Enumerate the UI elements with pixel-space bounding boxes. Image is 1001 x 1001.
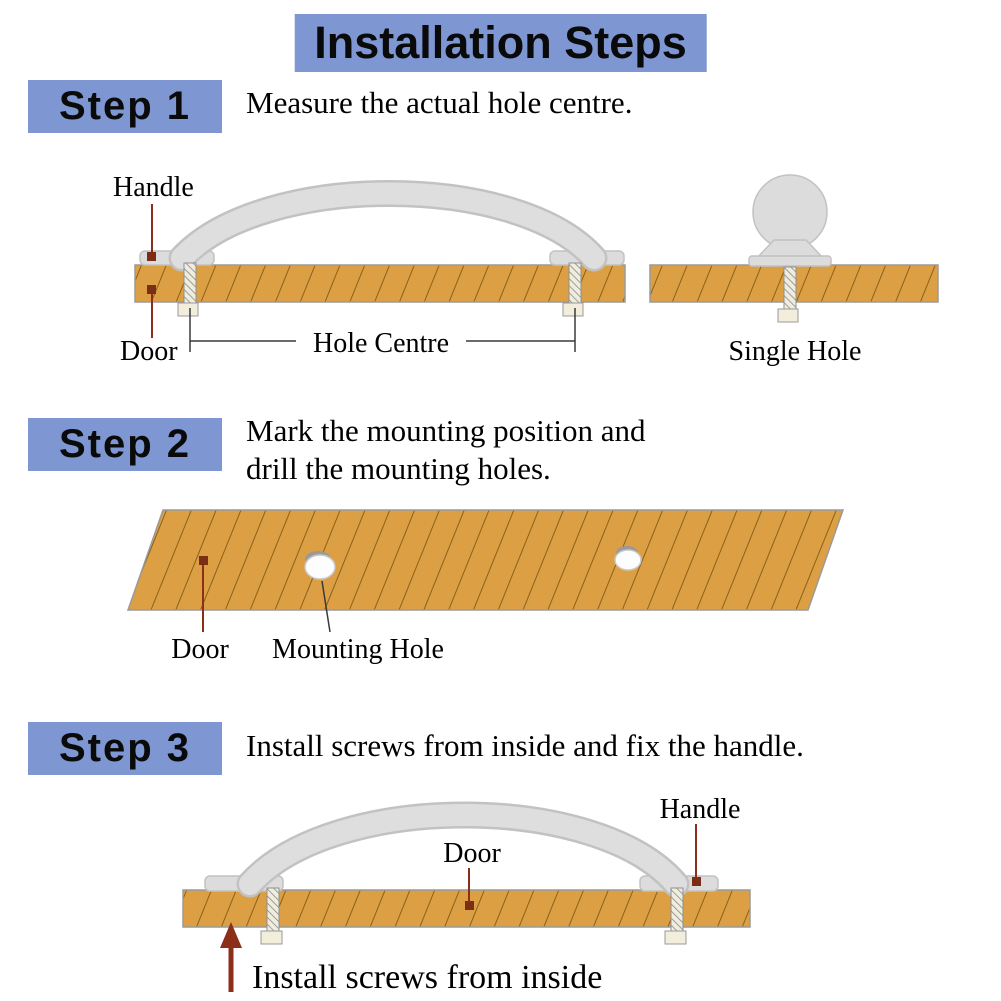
screw-right bbox=[670, 887, 684, 937]
door-label: Door bbox=[171, 634, 229, 665]
knob-ball bbox=[752, 174, 828, 250]
mounting-hole-2 bbox=[614, 549, 642, 571]
step2-text: Mark the mounting position and drill the… bbox=[246, 412, 646, 488]
screw-direction-arrow-head bbox=[220, 922, 242, 948]
handle-arch bbox=[171, 182, 605, 269]
step2-text-line1: Mark the mounting position and bbox=[246, 413, 646, 448]
page-title: Installation Steps bbox=[294, 14, 707, 72]
screw-left bbox=[266, 887, 280, 937]
door-marker bbox=[147, 285, 156, 294]
handle-arch bbox=[239, 804, 687, 895]
step3-diagram: Handle Door Install screws from inside bbox=[182, 794, 751, 996]
screw-right bbox=[568, 262, 582, 308]
mounting-hole-label: Mounting Hole bbox=[272, 634, 444, 665]
step1-diagram: Handle Door Hole Centre Single Hole bbox=[113, 172, 939, 367]
mounting-hole-leader-line bbox=[321, 580, 331, 633]
handle-marker bbox=[147, 252, 156, 261]
nut-left bbox=[260, 930, 283, 945]
screw-single bbox=[783, 266, 797, 314]
step2-badge: Step 2 bbox=[28, 418, 222, 471]
step2-text-line2: drill the mounting holes. bbox=[246, 451, 551, 486]
step1-badge: Step 1 bbox=[28, 80, 222, 133]
mounting-hole-1 bbox=[304, 554, 336, 580]
nut-left bbox=[177, 302, 199, 317]
knob-base bbox=[748, 255, 832, 267]
door-label: Door bbox=[443, 838, 501, 869]
step1-text: Measure the actual hole centre. bbox=[246, 85, 633, 120]
handle-marker bbox=[692, 877, 701, 886]
step2-diagram: Door Mounting Hole bbox=[126, 509, 845, 665]
nut-single bbox=[777, 308, 799, 323]
hole-centre-label: Hole Centre bbox=[313, 328, 449, 359]
handle-label: Handle bbox=[113, 172, 194, 203]
screw-left bbox=[183, 262, 197, 308]
step3-text: Install screws from inside and fix the h… bbox=[246, 728, 804, 763]
single-hole-label: Single Hole bbox=[729, 336, 862, 367]
step3-badge: Step 3 bbox=[28, 722, 222, 775]
door-plank bbox=[134, 264, 626, 303]
door-marker bbox=[465, 901, 474, 910]
door-board bbox=[126, 509, 845, 611]
install-note-label: Install screws from inside bbox=[252, 959, 602, 996]
door-marker bbox=[199, 556, 208, 565]
nut-right bbox=[562, 302, 584, 317]
door-label: Door bbox=[120, 336, 178, 367]
handle-label: Handle bbox=[660, 794, 741, 825]
nut-right bbox=[664, 930, 687, 945]
